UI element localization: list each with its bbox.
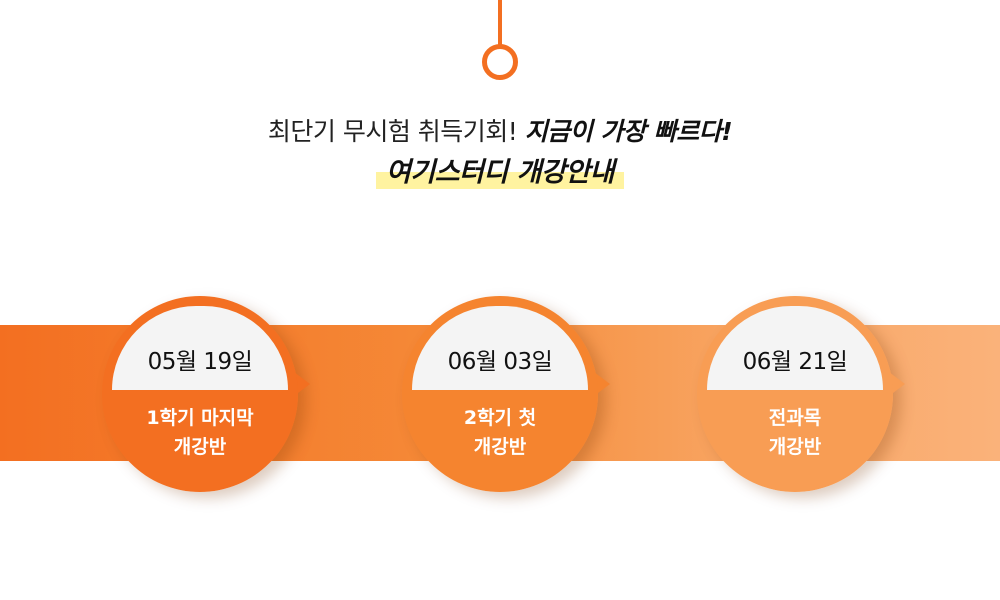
schedule-item-2: 06월 03일 2학기 첫 개강반 bbox=[402, 296, 610, 492]
schedule-date: 06월 03일 bbox=[447, 349, 553, 375]
schedule-circle: 06월 03일 2학기 첫 개강반 bbox=[402, 296, 598, 492]
subheadline-wrap: 여기스터디 개강안내 bbox=[0, 150, 1000, 189]
schedule-circle: 06월 21일 전과목 개강반 bbox=[697, 296, 893, 492]
schedule-item-1: 05월 19일 1학기 마지막 개강반 bbox=[102, 296, 310, 492]
schedule-label: 2학기 첫 개강반 bbox=[463, 407, 537, 458]
headline-normal: 최단기 무시험 취득기회! bbox=[267, 117, 518, 146]
schedule-label: 전과목 개강반 bbox=[768, 407, 822, 458]
schedule-date: 05월 19일 bbox=[147, 349, 253, 375]
connector-ring bbox=[482, 44, 518, 80]
connector-line bbox=[498, 0, 502, 48]
subheadline: 여기스터디 개강안내 bbox=[376, 150, 624, 189]
pointer-arrow bbox=[594, 372, 610, 396]
pointer-arrow bbox=[294, 372, 310, 396]
schedule-label: 1학기 마지막 개강반 bbox=[146, 407, 254, 458]
schedule-circle: 05월 19일 1학기 마지막 개강반 bbox=[102, 296, 298, 492]
schedule-item-3: 06월 21일 전과목 개강반 bbox=[697, 296, 905, 492]
headline: 최단기 무시험 취득기회! 지금이 가장 빠르다! bbox=[0, 112, 1000, 148]
schedule-date: 06월 21일 bbox=[742, 349, 848, 375]
pointer-arrow bbox=[889, 372, 905, 396]
headline-emphasis: 지금이 가장 빠르다! bbox=[524, 117, 733, 146]
